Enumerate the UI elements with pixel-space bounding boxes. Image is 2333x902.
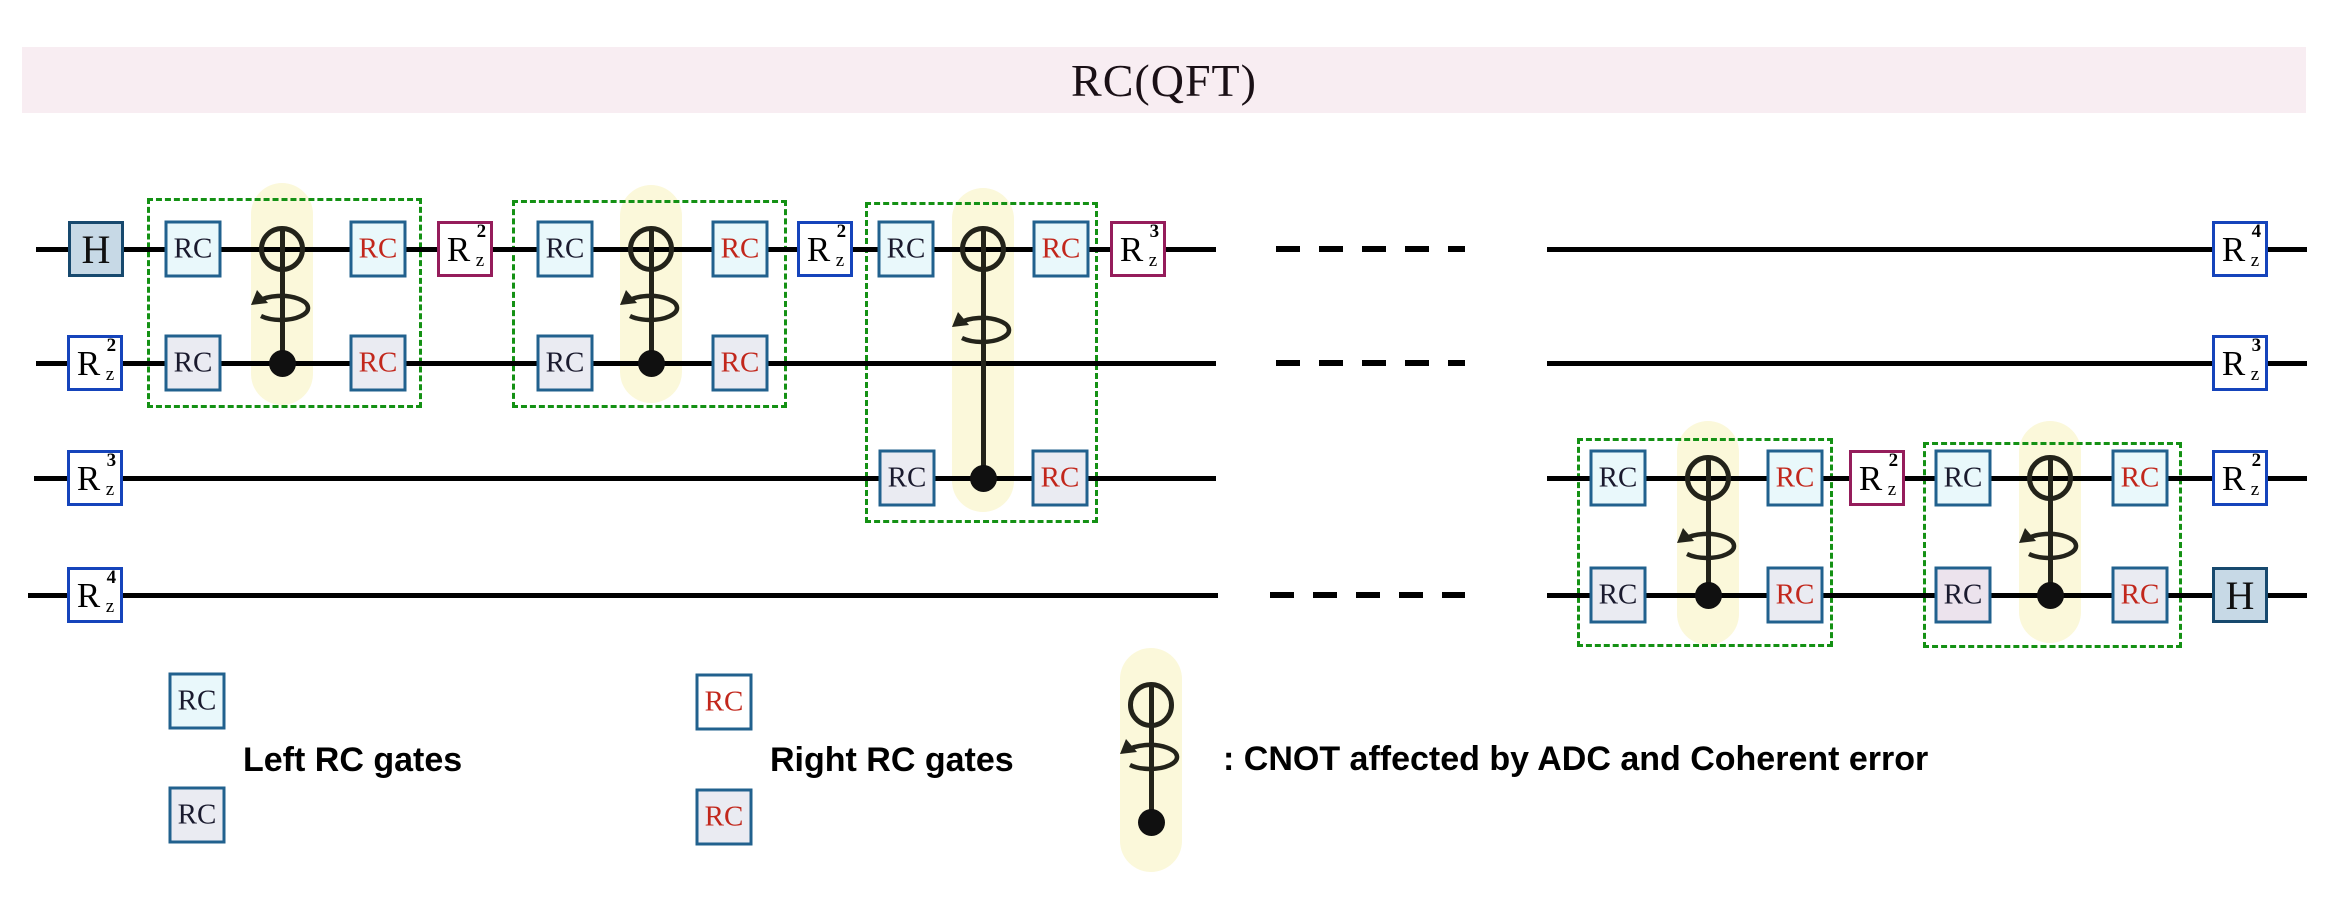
cnot-target-icon [628,226,674,272]
rc-gate: RC [877,220,935,278]
qubit-wire [1547,593,2307,598]
coherent-rotation-icon [950,310,1014,350]
cnot-connector-line [1149,684,1154,822]
qubit-wire-dashes [1276,246,1465,252]
rc-gate: RC [1031,449,1089,507]
coherent-rotation-icon [2017,526,2081,566]
rc-gate: RC [2111,566,2169,624]
rc-gate: RC [1032,220,1090,278]
cnot-connector-line [1706,457,1711,595]
qubit-wire [28,593,1218,598]
qubit-wire [1547,476,2307,481]
rc-pair-dashed-box [147,198,422,408]
cnot-control-dot [970,465,997,492]
rc-gate: RC [1589,449,1647,507]
qubit-wire-dashes [1270,592,1465,598]
qubit-wire [36,361,1216,366]
cnot-target-icon [1685,455,1731,501]
legend-right-label: Right RC gates [770,741,1014,779]
qubit-wire [1547,361,2307,366]
legend-right-rc-gate-top: RC [695,673,753,731]
cnot-target-icon [259,226,305,272]
cnot-target-icon [960,226,1006,272]
qubit-wire [34,476,1216,481]
cnot-connector-line [981,228,986,478]
cnot-control-dot [269,350,296,377]
rc-gate: RC [164,220,222,278]
rc-gate: RC [711,334,769,392]
qubit-wire-dashes [1276,360,1465,366]
coherent-rotation-icon [618,288,682,328]
hadamard-gate: H [68,221,124,277]
rc-gate-label: RC [704,800,744,833]
cnot-target-icon [1128,682,1174,728]
rc-gate: RC [1934,566,1992,624]
qubit-wire [1547,247,2307,252]
rc-gate: RC [2111,449,2169,507]
rc-gate-label: RC [177,684,217,717]
hadamard-gate: H [2212,567,2268,623]
rc-gate-label: RC [704,685,744,718]
coherent-rotation-icon [249,288,313,328]
rc-gate: RC [1766,449,1824,507]
rc-pair-dashed-box [1577,438,1833,647]
rc-gate-label: RC [177,798,217,831]
rc-pair-dashed-box [512,200,787,408]
cnot-control-dot [1695,582,1722,609]
rc-gate: RC [878,449,936,507]
cnot-control-dot [638,350,665,377]
rc-gate: RC [1766,566,1824,624]
rc-gate: RC [711,220,769,278]
rc-gate: RC [1934,449,1992,507]
cnot-connector-line [2048,457,2053,595]
qubit-wire [36,247,1216,252]
rc-gate: RC [164,334,222,392]
cnot-control-dot [2037,582,2064,609]
legend-left-rc-gate-top: RC [168,672,226,730]
cnot-control-dot [1138,809,1165,836]
rc-gate: RC [349,220,407,278]
legend-cnot-label: : CNOT affected by ADC and Coherent erro… [1223,740,1929,778]
figure-title: RC(QFT) [1071,54,1257,106]
rc-gate: RC [536,220,594,278]
rc-gate: RC [349,334,407,392]
coherent-rotation-icon [1675,526,1739,566]
cnot-target-icon [2027,455,2073,501]
rc-gate: RC [1589,566,1647,624]
legend-left-rc-gate-bottom: RC [168,786,226,844]
legend-left-label: Left RC gates [243,741,463,779]
coherent-rotation-icon [1118,737,1182,777]
rc-pair-dashed-box [1923,442,2182,648]
title-banner: RC(QFT) [22,47,2306,113]
legend-right-rc-gate-bottom: RC [695,788,753,846]
rc-gate: RC [536,334,594,392]
